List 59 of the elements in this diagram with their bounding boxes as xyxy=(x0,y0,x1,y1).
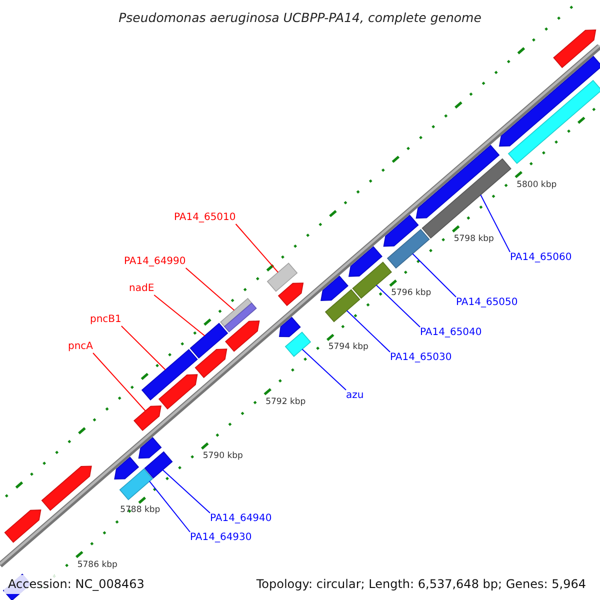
gene-label: PA14_64930 xyxy=(190,532,252,544)
gene-label: PA14_64940 xyxy=(210,513,272,525)
gene-block xyxy=(416,144,500,219)
gene-block xyxy=(114,456,140,480)
scale-label: 5790 kbp xyxy=(202,450,243,461)
scale-label: 5794 kbp xyxy=(328,342,368,352)
leader-line xyxy=(412,253,456,298)
gene-label: PA14_65030 xyxy=(390,352,452,364)
scale-label: 5796 kbp xyxy=(391,288,432,298)
gene-block xyxy=(134,406,162,432)
gene-block xyxy=(41,466,92,511)
gene-bar xyxy=(508,80,600,164)
leader-line xyxy=(162,469,210,514)
gene-label: PA14_65050 xyxy=(456,297,518,309)
leader-line xyxy=(480,194,510,252)
gene-bar xyxy=(324,289,360,322)
gene-label: PA14_65060 xyxy=(510,252,572,264)
gene-bar xyxy=(224,302,257,332)
gene-bar xyxy=(144,451,173,479)
title: Pseudomonas aeruginosa UCBPP-PA14, complete genome xyxy=(118,10,482,25)
gene-block xyxy=(224,320,260,352)
gene-bar xyxy=(141,348,198,400)
gene-bar xyxy=(352,262,392,299)
gene-bar xyxy=(386,228,430,269)
scale-label: 5798 kbp xyxy=(454,234,494,244)
leader-line xyxy=(120,326,166,370)
gene-label: PA14_64990 xyxy=(124,256,186,268)
gene-label: pncB1 xyxy=(90,314,122,326)
scale-label: 5788 kbp xyxy=(120,505,160,516)
gene-bar xyxy=(190,322,228,359)
scale-label: 5792 kbp xyxy=(266,396,306,407)
gene-bar xyxy=(284,332,312,357)
gene-block xyxy=(498,56,600,147)
gene-block xyxy=(138,437,162,459)
gene-label: pncA xyxy=(68,341,94,353)
gene-block xyxy=(4,510,42,543)
leader-line xyxy=(92,352,146,412)
gene-block xyxy=(278,282,304,306)
gene-block xyxy=(158,374,198,410)
gene-bar xyxy=(266,262,298,292)
gene-block xyxy=(553,30,596,68)
gene-block xyxy=(278,316,301,338)
gene-block xyxy=(194,348,228,378)
leader-line xyxy=(235,224,279,273)
scale-label: 5786 kbp xyxy=(77,560,118,570)
leader-line xyxy=(149,480,190,532)
leader-line xyxy=(346,310,390,352)
gene-block xyxy=(383,214,419,247)
gene-label: PA14_65010 xyxy=(174,212,236,224)
leader-line xyxy=(154,294,206,336)
gene-block xyxy=(348,246,382,277)
scale-label: 5800 kbp xyxy=(516,180,557,190)
leader-line xyxy=(376,284,420,328)
gene-label: nadE xyxy=(129,283,154,295)
leader-line xyxy=(302,348,346,390)
gene-label: PA14_65040 xyxy=(420,327,482,339)
gene-label: azu xyxy=(346,390,364,402)
gene-bar xyxy=(119,468,154,500)
gene-block xyxy=(320,276,348,302)
